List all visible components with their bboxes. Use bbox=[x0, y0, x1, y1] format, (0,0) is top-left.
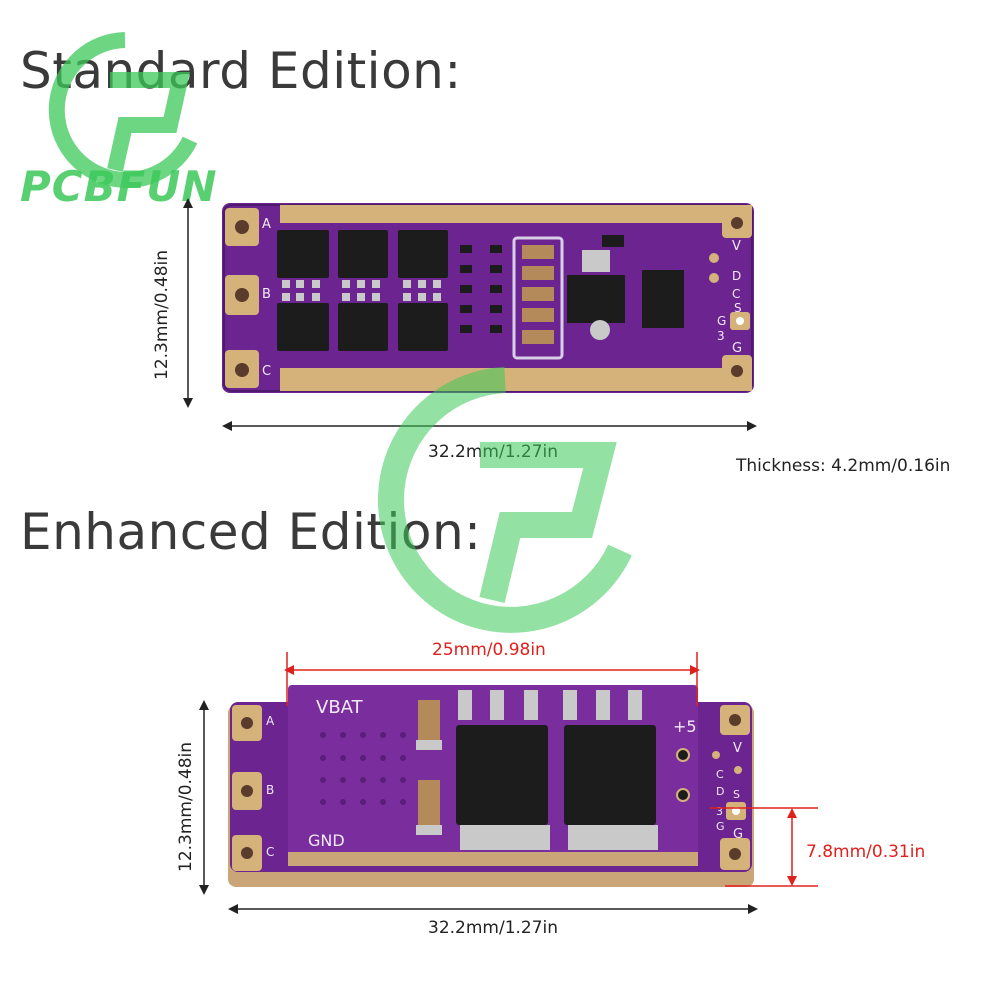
svg-text:C: C bbox=[716, 768, 724, 781]
standard-pad-c bbox=[225, 350, 259, 388]
pcbfun-logo-icon bbox=[48, 32, 198, 188]
svg-text:A: A bbox=[266, 714, 275, 728]
enhanced-pad-a bbox=[232, 705, 262, 741]
svg-text:D: D bbox=[732, 269, 741, 283]
enhanced-length-label: 32.2mm/1.27in bbox=[428, 918, 559, 938]
svg-text:3: 3 bbox=[716, 805, 723, 818]
thickness-label: Thickness: 4.2mm/0.16in bbox=[736, 456, 951, 476]
enhanced-board-length-label: 25mm/0.98in bbox=[432, 640, 546, 660]
svg-text:G: G bbox=[733, 827, 743, 842]
enhanced-length-dimension-line bbox=[228, 904, 758, 914]
svg-text:G: G bbox=[732, 341, 742, 356]
standard-board: A B C V D C S 3 G G bbox=[222, 203, 754, 393]
standard-width-dimension-line bbox=[183, 198, 193, 408]
standard-width-label: 12.3mm/0.48in bbox=[152, 249, 172, 380]
enhanced-pad-c bbox=[232, 835, 262, 871]
standard-pad-a bbox=[225, 208, 259, 246]
svg-text:3: 3 bbox=[717, 329, 725, 343]
enhanced-width-label: 12.3mm/0.48in bbox=[176, 741, 196, 872]
svg-text:C: C bbox=[732, 287, 740, 301]
gnd-silk-label: GND bbox=[308, 831, 345, 850]
watermark-logo-icon bbox=[377, 367, 632, 633]
brand-name: PCBFUN bbox=[20, 162, 218, 211]
enhanced-height-dimension-line bbox=[710, 807, 818, 887]
svg-text:B: B bbox=[266, 783, 274, 797]
standard-pad-label-c: C bbox=[262, 364, 271, 379]
standard-length-dimension-line bbox=[222, 421, 757, 431]
svg-text:G: G bbox=[717, 314, 726, 328]
enhanced-board-length-dimension-line bbox=[284, 652, 700, 706]
enhanced-board: VBAT GND +5 A B C V C D S 3 G G bbox=[228, 685, 754, 887]
standard-pad-b bbox=[225, 275, 259, 315]
enhanced-height-label: 7.8mm/0.31in bbox=[806, 842, 926, 862]
svg-text:S: S bbox=[733, 788, 740, 801]
enhanced-pad-b bbox=[232, 772, 262, 810]
svg-text:G: G bbox=[716, 820, 725, 833]
svg-text:S: S bbox=[734, 301, 742, 315]
standard-pin-label-v: V bbox=[732, 239, 741, 254]
plus5-silk-label: +5 bbox=[673, 717, 697, 736]
svg-text:D: D bbox=[716, 785, 724, 798]
standard-pad-label-a: A bbox=[262, 217, 271, 232]
enhanced-width-dimension-line bbox=[199, 700, 209, 895]
svg-text:V: V bbox=[733, 741, 742, 756]
standard-pad-label-b: B bbox=[262, 287, 271, 302]
vbat-silk-label: VBAT bbox=[316, 697, 364, 718]
svg-text:C: C bbox=[266, 845, 274, 859]
